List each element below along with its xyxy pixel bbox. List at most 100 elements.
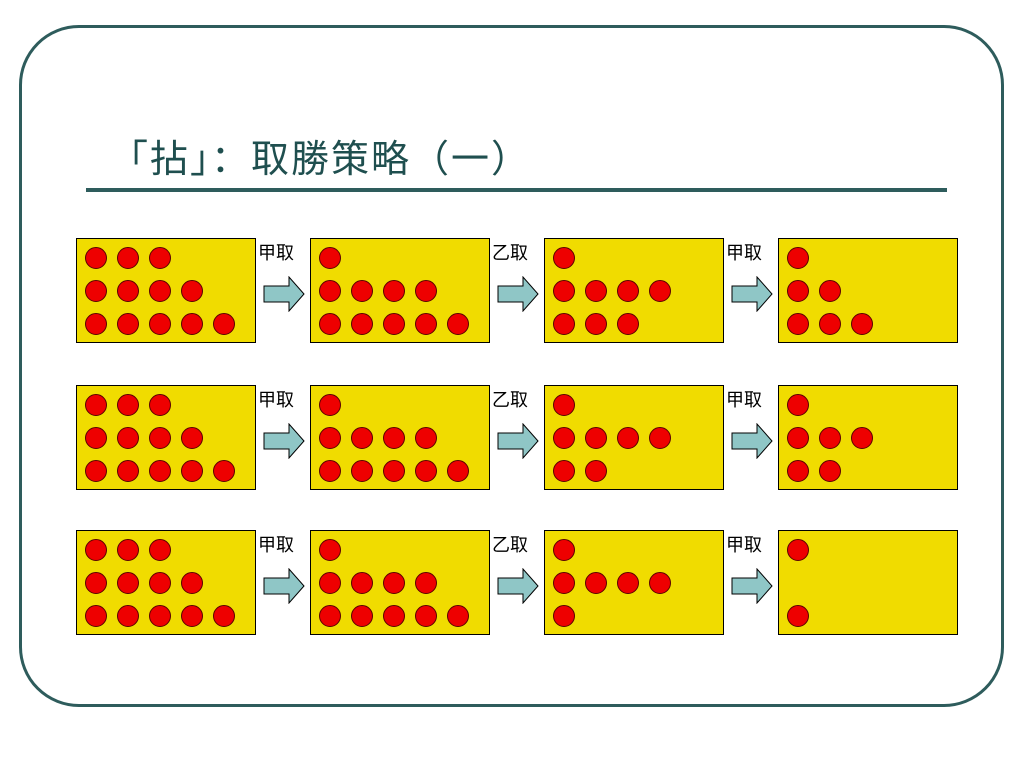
- counter-dot: [383, 605, 405, 627]
- counter-dot: [85, 313, 107, 335]
- counter-dot: [149, 280, 171, 302]
- counter-dot: [181, 605, 203, 627]
- nim-state-box: [544, 385, 724, 490]
- counter-dot: [787, 280, 809, 302]
- counter-dot: [181, 280, 203, 302]
- counter-dot: [213, 605, 235, 627]
- counter-dot: [319, 427, 341, 449]
- counter-dot: [553, 280, 575, 302]
- counter-dot: [447, 460, 469, 482]
- counter-dot: [415, 460, 437, 482]
- counter-dot: [649, 280, 671, 302]
- counter-dot: [351, 280, 373, 302]
- counter-dot: [787, 313, 809, 335]
- counter-dot: [787, 247, 809, 269]
- counter-dot: [149, 605, 171, 627]
- move-label: 甲取: [258, 243, 294, 264]
- counter-dot: [585, 427, 607, 449]
- nim-state-box: [76, 530, 256, 635]
- right-arrow-icon: [731, 423, 773, 459]
- counter-dot: [787, 539, 809, 561]
- counter-dot: [319, 605, 341, 627]
- counter-dot: [117, 539, 139, 561]
- counter-dot: [649, 427, 671, 449]
- counter-dot: [319, 539, 341, 561]
- counter-dot: [383, 280, 405, 302]
- counter-dot: [851, 427, 873, 449]
- slide-title: 「拈」：取勝策略（一）: [110, 137, 532, 181]
- counter-dot: [415, 280, 437, 302]
- counter-dot: [117, 460, 139, 482]
- counter-dot: [447, 313, 469, 335]
- counter-dot: [149, 427, 171, 449]
- counter-dot: [85, 539, 107, 561]
- right-arrow-icon: [731, 568, 773, 604]
- counter-dot: [585, 572, 607, 594]
- counter-dot: [117, 394, 139, 416]
- counter-dot: [351, 427, 373, 449]
- counter-dot: [617, 427, 639, 449]
- counter-dot: [617, 280, 639, 302]
- counter-dot: [553, 539, 575, 561]
- nim-state-box: [544, 238, 724, 343]
- counter-dot: [213, 460, 235, 482]
- counter-dot: [553, 460, 575, 482]
- counter-dot: [351, 460, 373, 482]
- counter-dot: [819, 460, 841, 482]
- right-arrow-icon: [263, 276, 305, 312]
- counter-dot: [117, 280, 139, 302]
- nim-state-box: [778, 238, 958, 343]
- nim-state-box: [544, 530, 724, 635]
- counter-dot: [415, 572, 437, 594]
- counter-dot: [383, 460, 405, 482]
- nim-state-box: [310, 238, 490, 343]
- counter-dot: [117, 572, 139, 594]
- move-label: 甲取: [726, 243, 762, 264]
- counter-dot: [553, 313, 575, 335]
- counter-dot: [213, 313, 235, 335]
- counter-dot: [149, 572, 171, 594]
- counter-dot: [351, 313, 373, 335]
- counter-dot: [117, 313, 139, 335]
- nim-state-box: [778, 385, 958, 490]
- counter-dot: [553, 572, 575, 594]
- counter-dot: [617, 572, 639, 594]
- counter-dot: [415, 313, 437, 335]
- counter-dot: [181, 313, 203, 335]
- counter-dot: [819, 280, 841, 302]
- counter-dot: [649, 572, 671, 594]
- counter-dot: [447, 605, 469, 627]
- counter-dot: [787, 605, 809, 627]
- counter-dot: [787, 394, 809, 416]
- counter-dot: [787, 427, 809, 449]
- right-arrow-icon: [497, 276, 539, 312]
- nim-state-box: [778, 530, 958, 635]
- counter-dot: [85, 460, 107, 482]
- move-label: 乙取: [492, 243, 528, 264]
- counter-dot: [181, 427, 203, 449]
- counter-dot: [117, 605, 139, 627]
- right-arrow-icon: [497, 568, 539, 604]
- nim-state-box: [76, 238, 256, 343]
- move-label: 乙取: [492, 535, 528, 556]
- right-arrow-icon: [497, 423, 539, 459]
- counter-dot: [585, 460, 607, 482]
- counter-dot: [553, 427, 575, 449]
- counter-dot: [319, 313, 341, 335]
- counter-dot: [319, 460, 341, 482]
- counter-dot: [617, 313, 639, 335]
- counter-dot: [415, 605, 437, 627]
- slide-frame: [19, 25, 1004, 707]
- counter-dot: [319, 572, 341, 594]
- counter-dot: [319, 247, 341, 269]
- right-arrow-icon: [731, 276, 773, 312]
- counter-dot: [383, 572, 405, 594]
- counter-dot: [553, 605, 575, 627]
- counter-dot: [117, 247, 139, 269]
- right-arrow-icon: [263, 423, 305, 459]
- move-label: 甲取: [726, 535, 762, 556]
- right-arrow-icon: [263, 568, 305, 604]
- counter-dot: [85, 572, 107, 594]
- counter-dot: [85, 605, 107, 627]
